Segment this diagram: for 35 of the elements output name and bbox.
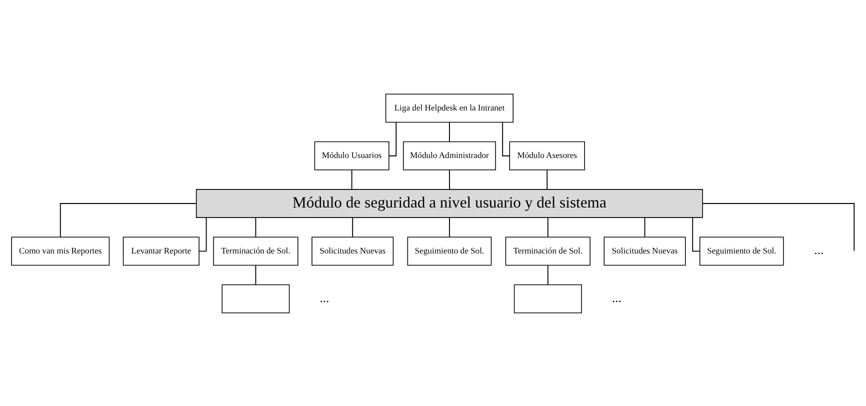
connector (198, 216, 207, 252)
connector (255, 216, 256, 237)
node-box: Liga del Helpdesk en la Intranet (385, 93, 514, 122)
connector (448, 122, 450, 142)
node-box: Seguimiento de Sol. (699, 236, 784, 266)
connector (352, 216, 354, 237)
node-box: Terminación de Sol. (505, 236, 590, 266)
node-box (222, 284, 290, 313)
connector (255, 264, 256, 284)
connector (546, 169, 548, 190)
connector (351, 169, 352, 190)
node-box: Seguimiento de Sol. (407, 236, 492, 266)
label: ... (814, 242, 824, 257)
node-box: Como van mis Reportes (11, 236, 110, 266)
connector (547, 216, 548, 237)
node-box: Módulo Asesores (509, 140, 585, 170)
node-box (514, 284, 582, 313)
node-box: Módulo Administrador (402, 140, 496, 170)
connector (692, 216, 700, 252)
connector (547, 264, 548, 284)
node-box: Solicitudes Nuevas (312, 236, 394, 266)
connector (702, 202, 855, 251)
label: ... (612, 290, 622, 304)
connector (644, 216, 646, 237)
connector (448, 216, 450, 237)
label: ... (320, 290, 330, 304)
connector (502, 122, 510, 156)
connector (388, 122, 397, 156)
connector (448, 169, 450, 190)
node-box: Módulo Usuarios (314, 140, 390, 170)
node-box: Módulo de seguridad a nivel usuario y del sistema (196, 188, 703, 218)
node-box: Terminación de Sol. (213, 236, 298, 266)
connector (60, 202, 197, 237)
node-box: Levantar Reporte (122, 236, 200, 266)
node-box: Solicitudes Nuevas (604, 236, 686, 266)
